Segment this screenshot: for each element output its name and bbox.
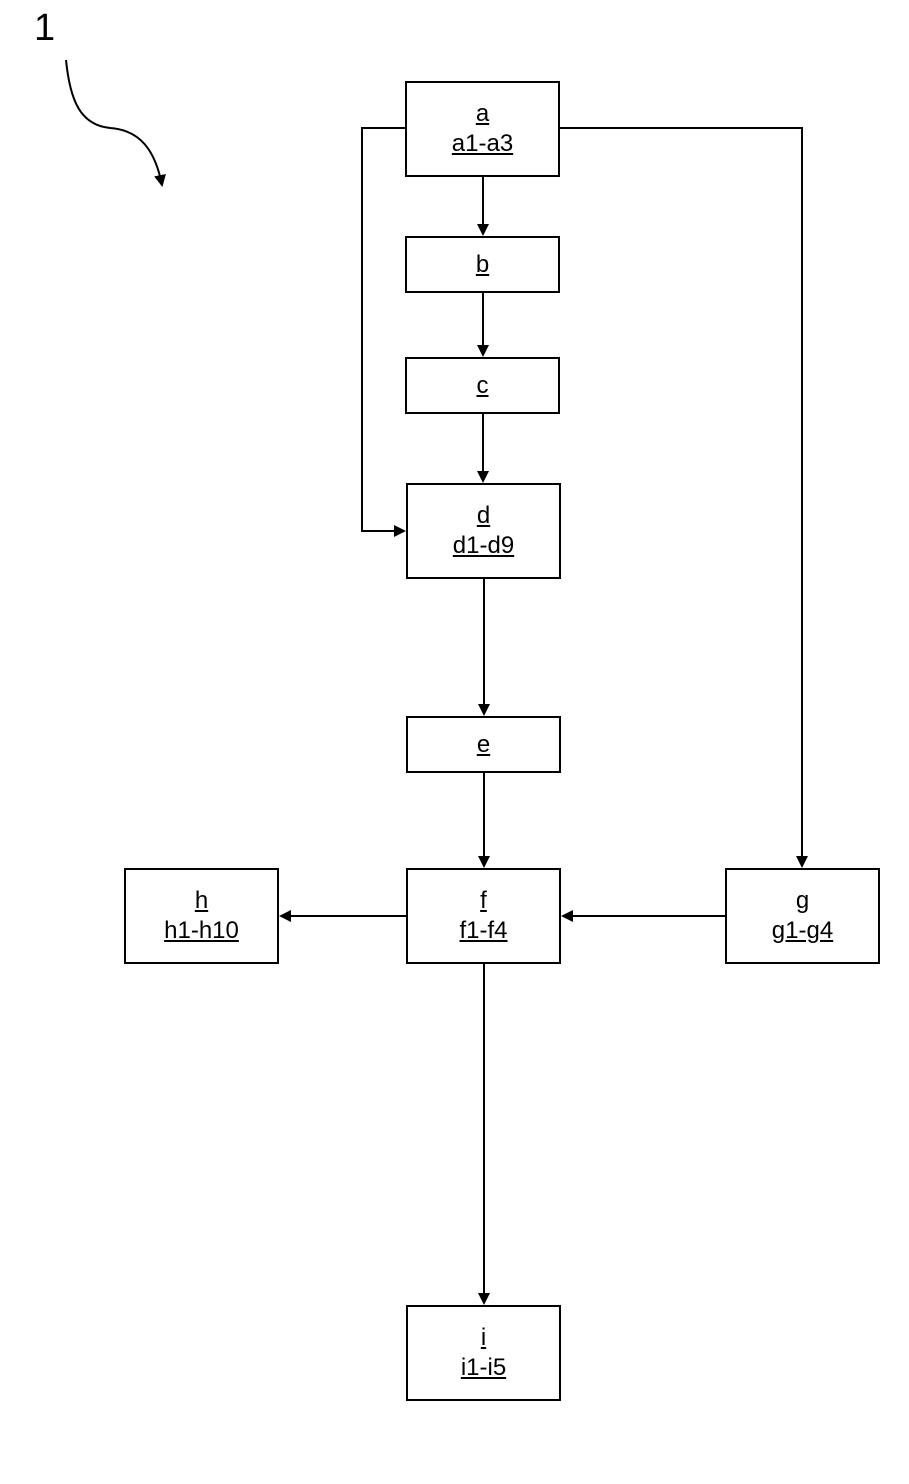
edge-a-g — [560, 128, 802, 866]
box-f: f f1-f4 — [406, 868, 561, 964]
box-i-title: i — [481, 1323, 486, 1353]
box-c: c — [405, 357, 560, 414]
box-h-title: h — [195, 886, 208, 916]
box-g: g g1-g4 — [725, 868, 880, 964]
box-f-title: f — [480, 886, 487, 916]
box-f-subtitle: f1-f4 — [459, 916, 507, 946]
edge-a-d — [362, 128, 405, 531]
box-i-subtitle: i1-i5 — [461, 1353, 506, 1383]
box-a: a a1-a3 — [405, 81, 560, 177]
box-h-subtitle: h1-h10 — [164, 916, 239, 946]
box-d-title: d — [477, 501, 490, 531]
box-e-title: e — [477, 730, 490, 760]
box-e: e — [406, 716, 561, 773]
box-g-subtitle: g1-g4 — [772, 916, 833, 946]
box-b: b — [405, 236, 560, 293]
box-a-subtitle: a1-a3 — [452, 129, 513, 159]
box-d-subtitle: d1-d9 — [453, 531, 514, 561]
box-d: d d1-d9 — [406, 483, 561, 579]
box-h: h h1-h10 — [124, 868, 279, 964]
box-i: i i1-i5 — [406, 1305, 561, 1401]
figure-reference-arrow — [66, 60, 162, 185]
box-c-title: c — [477, 371, 489, 401]
box-a-title: a — [476, 99, 489, 129]
box-b-title: b — [476, 250, 489, 280]
box-g-title: g — [796, 886, 809, 916]
